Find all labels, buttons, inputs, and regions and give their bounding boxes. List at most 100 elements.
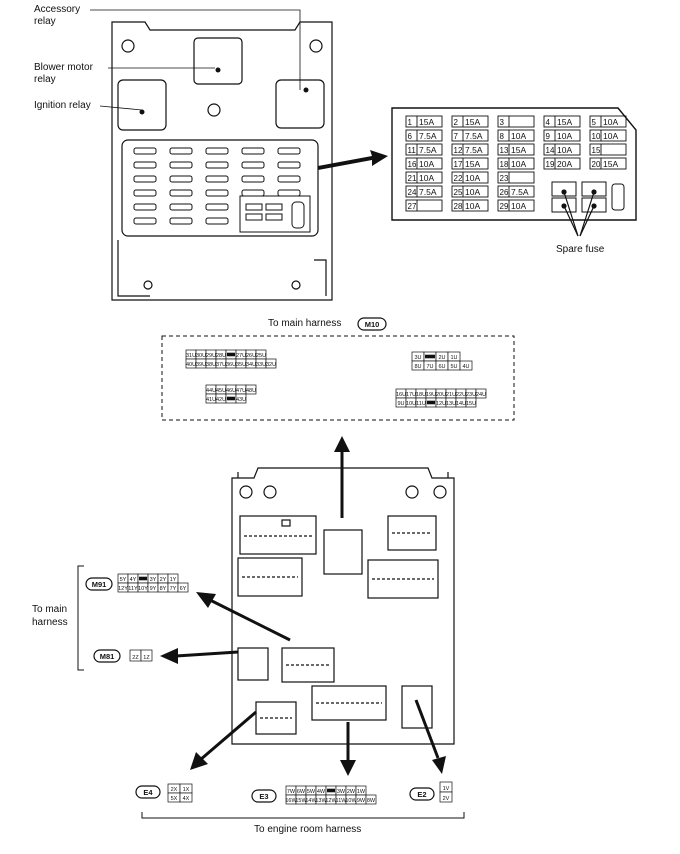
pin-label: 2X <box>171 787 178 793</box>
fuse-number: 12 <box>454 146 463 155</box>
blower-motor-relay-label-2: relay <box>34 74 56 85</box>
fuse-amperage: 15A <box>465 159 480 169</box>
fuse-amperage: 10A <box>419 159 434 169</box>
arrow-to-e4 <box>190 710 257 770</box>
pin-label: 11W <box>336 798 348 804</box>
fuse-number: 20 <box>592 160 601 169</box>
svg-text:E3: E3 <box>259 792 268 801</box>
fuse-slot <box>169 147 193 155</box>
fuse-amperage: 10A <box>557 145 572 155</box>
fuse-number: 3 <box>500 118 505 127</box>
accessory-relay-label-2: relay <box>34 16 56 27</box>
fuse-slot <box>205 175 229 183</box>
fuse-number: 25 <box>454 188 463 197</box>
pin-label: 26U <box>246 353 256 359</box>
pin-label: 9W <box>357 798 366 804</box>
pin-label: 38U <box>206 362 216 368</box>
fuse-slot <box>169 161 193 169</box>
connector-badge-e2: E2 <box>409 787 435 801</box>
pin-label: 5X <box>171 796 178 802</box>
arrow-to-m81 <box>160 648 239 664</box>
pin-label: 21U <box>446 392 456 398</box>
connector-badge-m10: M10 <box>357 317 387 331</box>
fuse-number: 10 <box>592 132 601 141</box>
pin-label: 4W <box>317 789 326 795</box>
pin-label: 28U <box>216 353 226 359</box>
arrow-to-e3 <box>340 722 356 776</box>
fuse-slot <box>133 147 157 155</box>
fuse-number: 14 <box>546 146 555 155</box>
pin-label: 2U <box>438 355 445 361</box>
connector-badge-e3: E3 <box>251 789 277 803</box>
pin-label: 12W <box>325 798 337 804</box>
connector-badge-m81: M81 <box>93 649 121 663</box>
fuse-slot <box>205 203 229 211</box>
fuse-number: 4 <box>546 118 551 127</box>
pin-label: 7U <box>426 364 433 370</box>
fuse-slot <box>169 203 193 211</box>
fuse-amperage: 10A <box>511 159 526 169</box>
fuse-amperage: 10A <box>465 201 480 211</box>
fuse-amperage: 7.5A <box>419 187 437 197</box>
fuse-number: 28 <box>454 202 463 211</box>
pin-label: 9Y <box>150 586 157 592</box>
fuse-slot <box>133 189 157 197</box>
fuse-grid-area <box>121 139 319 237</box>
fuse-slot <box>205 217 229 225</box>
pin-label: 1V <box>443 786 450 792</box>
svg-text:M81: M81 <box>100 652 115 661</box>
pin-label: 41U <box>206 397 216 403</box>
fuse-amperage: 7.5A <box>465 131 483 141</box>
fuse-slot <box>133 175 157 183</box>
fuse-amperage: 7.5A <box>419 131 437 141</box>
ignition-relay-box <box>117 79 167 131</box>
fuse-number: 23 <box>500 174 509 183</box>
fuse-amperage: 15A <box>557 117 572 127</box>
pin-label: 5W <box>307 789 316 795</box>
fuse-slot <box>169 217 193 225</box>
pin-label: 1Z <box>143 655 150 661</box>
fuse-amperage: 15A <box>511 145 526 155</box>
pin-label: 35U <box>236 362 246 368</box>
pin-label: 6Y <box>180 586 187 592</box>
fuse-number: 19 <box>546 160 555 169</box>
pin-label: 14U <box>456 401 466 407</box>
pin-label: 27U <box>236 353 246 359</box>
pin-label: 10U <box>406 401 416 407</box>
pin-label: 37U <box>216 362 226 368</box>
pin-label: 7Y <box>170 586 177 592</box>
arrow-to-e2 <box>414 699 446 774</box>
fuse-amperage: 7.5A <box>465 145 483 155</box>
pin-label: 45U <box>216 388 226 394</box>
fuse-slot <box>241 161 265 169</box>
pin-label: 31U <box>186 353 196 359</box>
pin-label: 2W <box>347 789 356 795</box>
pin-label: 36U <box>226 362 236 368</box>
to-main-harness-left-label-2: harness <box>32 617 68 628</box>
to-engine-room-harness-label: To engine room harness <box>254 824 361 835</box>
fuse-amperage: 10A <box>419 173 434 183</box>
pin-label: 12U <box>436 401 446 407</box>
pin-label: 11U <box>416 401 426 407</box>
fuse-entry: 4 15A <box>543 115 581 128</box>
fuse-slot <box>133 161 157 169</box>
